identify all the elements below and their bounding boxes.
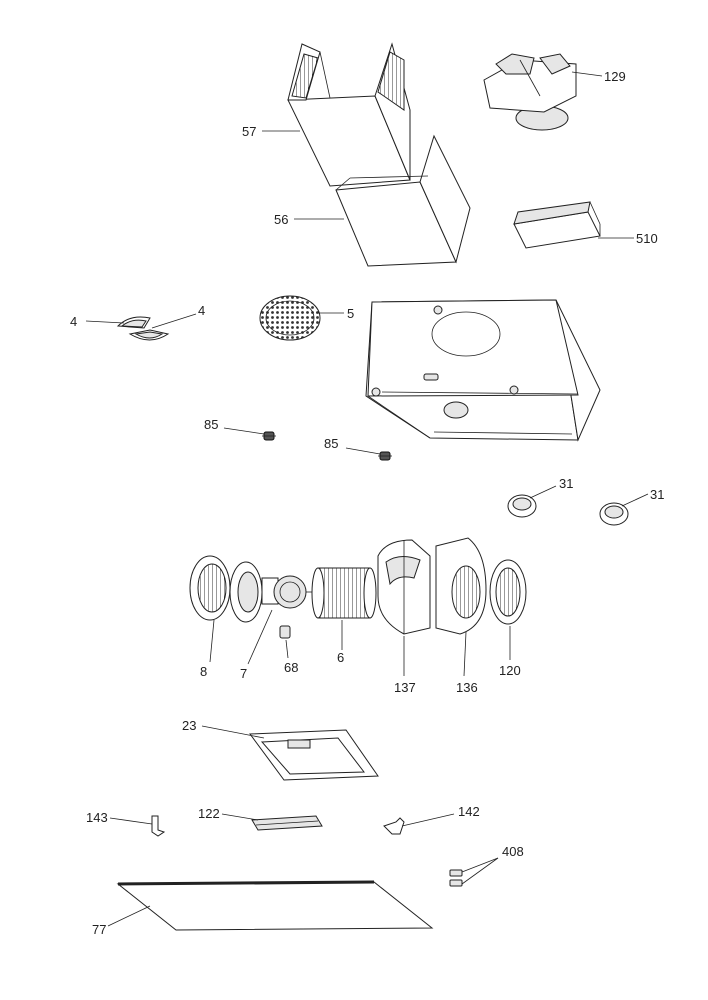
leader-85b bbox=[345, 447, 381, 455]
part-31-knob-left bbox=[507, 494, 537, 518]
callout-143: 143 bbox=[86, 810, 108, 825]
callout-510: 510 bbox=[636, 231, 658, 246]
part-120-grille bbox=[489, 559, 527, 625]
part-143-bracket bbox=[151, 815, 166, 837]
part-77-bottom-panel bbox=[116, 880, 434, 931]
part-4-cap-left bbox=[116, 316, 151, 329]
leader-142 bbox=[401, 813, 455, 827]
part-56-lower-chimney bbox=[335, 134, 471, 267]
part-6-fan-wheel bbox=[311, 567, 377, 619]
callout-408: 408 bbox=[502, 844, 524, 859]
leader-143 bbox=[109, 817, 153, 825]
callout-142: 142 bbox=[458, 804, 480, 819]
callout-31a: 31 bbox=[559, 476, 573, 491]
callout-129: 129 bbox=[604, 69, 626, 84]
callout-4b: 4 bbox=[198, 303, 205, 318]
part-4-cap-right bbox=[128, 329, 170, 341]
part-137-housing-half bbox=[377, 539, 431, 635]
part-68-capacitor bbox=[279, 625, 291, 639]
leader-31a bbox=[529, 485, 557, 499]
leader-129 bbox=[571, 71, 603, 77]
part-23-filter-frame bbox=[249, 729, 379, 781]
callout-7: 7 bbox=[240, 666, 247, 681]
callout-57: 57 bbox=[242, 124, 256, 139]
part-85-clip-right bbox=[378, 451, 392, 461]
leader-4a bbox=[85, 320, 125, 324]
part-hood-housing bbox=[365, 299, 601, 442]
callout-120: 120 bbox=[499, 663, 521, 678]
part-57-upper-chimney bbox=[287, 42, 411, 187]
part-142-bracket bbox=[383, 817, 405, 835]
leader-408b bbox=[461, 857, 499, 885]
callout-8: 8 bbox=[200, 664, 207, 679]
part-5-filter bbox=[259, 295, 321, 341]
callout-137: 137 bbox=[394, 680, 416, 695]
callout-23: 23 bbox=[182, 718, 196, 733]
callout-136: 136 bbox=[456, 680, 478, 695]
leader-7 bbox=[247, 609, 273, 665]
part-408-clips bbox=[449, 869, 463, 887]
callout-6: 6 bbox=[337, 650, 344, 665]
callout-4a: 4 bbox=[70, 314, 77, 329]
leader-8 bbox=[209, 619, 215, 663]
leader-23 bbox=[201, 725, 265, 739]
part-31-knob-right bbox=[599, 502, 629, 526]
leader-122 bbox=[221, 813, 259, 821]
leader-31b bbox=[621, 493, 649, 507]
callout-122: 122 bbox=[198, 806, 220, 821]
leader-85a bbox=[223, 427, 265, 435]
part-122-light-bar bbox=[251, 815, 323, 831]
callout-68: 68 bbox=[284, 660, 298, 675]
callout-85a: 85 bbox=[204, 417, 218, 432]
callout-56: 56 bbox=[274, 212, 288, 227]
leader-136 bbox=[463, 631, 467, 677]
part-motor-plate bbox=[229, 561, 263, 623]
leader-68 bbox=[285, 639, 289, 659]
leader-4b bbox=[151, 313, 197, 329]
part-136-housing-half bbox=[435, 537, 487, 635]
callout-77: 77 bbox=[92, 922, 106, 937]
callout-5: 5 bbox=[347, 306, 354, 321]
callout-85b: 85 bbox=[324, 436, 338, 451]
part-7-motor bbox=[261, 575, 316, 609]
part-8-grille bbox=[189, 555, 231, 621]
part-85-clip-left bbox=[262, 431, 276, 441]
leader-408a bbox=[461, 857, 499, 873]
part-129-valve bbox=[483, 53, 577, 131]
part-510-box bbox=[513, 201, 601, 249]
callout-31b: 31 bbox=[650, 487, 664, 502]
leader-77 bbox=[107, 905, 151, 927]
